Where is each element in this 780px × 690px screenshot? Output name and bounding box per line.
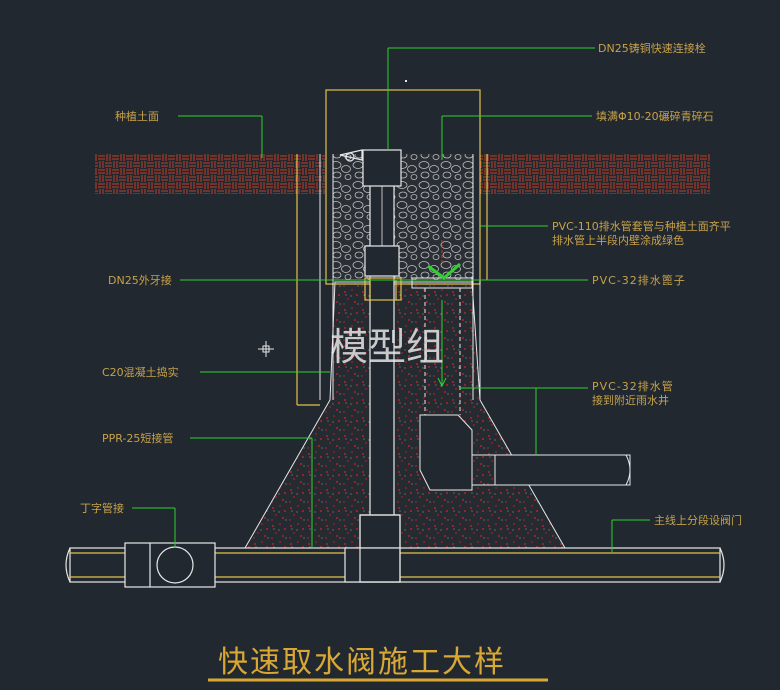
drawing-title: 快速取水阀施工大样 — [218, 645, 506, 680]
label-pvc110-line2: 排水管上半段内壁涂成绿色 — [552, 233, 684, 247]
quick-coupler — [339, 149, 363, 162]
label-gravel-fill: 填满Φ10-20碾碎青碎石 — [596, 109, 714, 123]
label-pvc32-drain-line1: PVC-32排水管 — [592, 379, 674, 393]
dn25-threaded-joint — [364, 277, 402, 301]
label-dn25-thread: DN25外牙接 — [108, 274, 172, 287]
watermark: 模型组 — [330, 325, 444, 369]
check-mark — [427, 262, 461, 280]
leader-lines — [132, 47, 650, 552]
dot-marker — [405, 80, 407, 82]
tee-fitting — [124, 542, 216, 588]
pvc32-drain — [411, 277, 631, 491]
planting-soil-right — [480, 154, 710, 194]
label-main-valve: 主线上分段设阀门 — [654, 513, 742, 527]
label-pvc110-line1: PVC-110排水管套管与种植土面齐平 — [552, 219, 731, 233]
sleeve-walls — [319, 154, 481, 400]
label-planting-surface: 种植土面 — [115, 109, 159, 123]
gravel-fill — [333, 154, 473, 280]
concrete-base — [244, 281, 566, 549]
drain-flow-arrow — [437, 300, 447, 388]
label-ppr25: PPR-25短接管 — [102, 431, 173, 445]
crosshair-icon — [258, 341, 274, 357]
elbow-fitting — [344, 514, 401, 583]
label-pvc32-cap: PVC-32排水篦子 — [592, 273, 686, 287]
label-pvc32-drain-line2: 接到附近雨水井 — [592, 393, 669, 407]
label-c20-concrete: C20混凝土捣实 — [102, 365, 179, 379]
label-dn25-coupler: DN25铸铜快速连接栓 — [598, 41, 706, 55]
label-tee: 丁字管接 — [80, 501, 124, 515]
planting-soil-left — [95, 154, 325, 194]
